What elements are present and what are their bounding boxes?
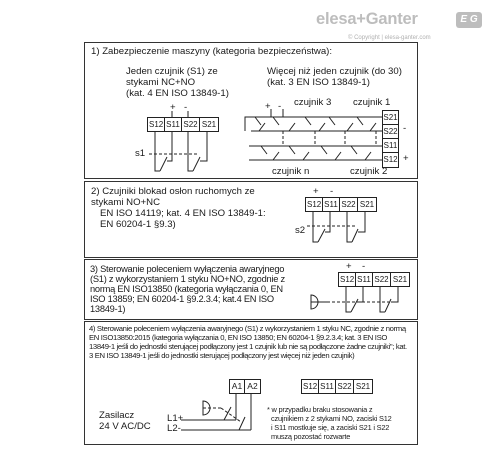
terminal-s11: S11 bbox=[323, 198, 340, 211]
panel2-switch-label: s2 bbox=[295, 225, 306, 236]
terminal-s21: S21 bbox=[355, 382, 371, 391]
sensor-n-label: czujnik n bbox=[272, 166, 310, 177]
terminal-s12: S12 bbox=[340, 273, 356, 286]
vterm-s12: S12 bbox=[383, 155, 398, 164]
panel3-line-5: 13849-1) bbox=[90, 304, 126, 314]
panel4-line-4: 3 EN ISO 13849-1 jeśli do jednostki ster… bbox=[89, 351, 355, 360]
panel2-line-2: stykami NO+NC bbox=[91, 197, 161, 208]
panel2-line-3: EN ISO 14119; kat. 4 EN ISO 13849-1: bbox=[100, 208, 266, 219]
panel4-line-3: 13849-1 jeśli do jednostki sterującej po… bbox=[89, 342, 407, 351]
panel1-right-minus: - bbox=[278, 101, 282, 112]
panel1-switch-label: s1 bbox=[135, 148, 146, 159]
panel1-right-plus: + bbox=[265, 101, 271, 112]
panel1-right-line-1: Więcej niż jeden czujnik (do 30) bbox=[267, 66, 402, 77]
terminal-a1: A1 bbox=[230, 380, 245, 393]
sensor-2-label: czujnik 2 bbox=[350, 166, 388, 177]
vterm-minus: - bbox=[403, 123, 407, 134]
terminal-s21: S21 bbox=[359, 200, 375, 209]
panel4-line-1: 4) Sterowanie poleceniem wyłączenia awar… bbox=[89, 324, 406, 333]
panel2-plus: + bbox=[313, 186, 319, 197]
terminal-s12: S12 bbox=[149, 118, 165, 131]
panel2-wiring bbox=[307, 212, 366, 243]
panel3-line-1: 3) Sterowanie poleceniem wyłączenia awar… bbox=[90, 264, 285, 274]
supply-label-line-2: 24 V AC/DC bbox=[99, 421, 151, 432]
sensor-3-label: czujnik 3 bbox=[294, 97, 332, 108]
panel1-minus-label: - bbox=[184, 102, 188, 113]
terminal-a2: A2 bbox=[247, 381, 258, 391]
panel4-terminal-block: S12 S11 S22 S21 bbox=[301, 379, 373, 394]
panel1-right-wiring bbox=[244, 109, 382, 161]
sensor-1-label: czujnik 1 bbox=[353, 97, 391, 108]
terminal-s22: S22 bbox=[373, 273, 391, 286]
panel-machine-protection: 1) Zabezpieczenie maszyny (kategoria bez… bbox=[84, 42, 418, 179]
terminal-s22: S22 bbox=[340, 198, 358, 211]
panel3-plus: + bbox=[346, 261, 352, 272]
panel-emergency-stop-no: 3) Sterowanie poleceniem wyłączenia awar… bbox=[84, 259, 418, 320]
terminal-s22: S22 bbox=[336, 380, 354, 393]
terminal-s11: S11 bbox=[319, 380, 336, 393]
panel3-line-4: ISO 13859; EN 60204-1 §9.2.3.4; kat.4 EN… bbox=[90, 294, 274, 304]
panel3-terminal-block: S12 S11 S22 S21 bbox=[338, 272, 410, 287]
emergency-stop-icon bbox=[202, 400, 211, 416]
brand-badge: E G bbox=[456, 12, 482, 28]
panel1-plus-label: + bbox=[170, 102, 176, 113]
note-line-3: i S11 mostkuje się, a zaciski S21 i S22 bbox=[271, 423, 390, 432]
note-line-1: * w przypadku braku stosowania z bbox=[267, 405, 373, 414]
vterm-s11: S11 bbox=[383, 139, 398, 153]
panel2-minus: - bbox=[330, 186, 334, 197]
brand-name: elesa+Ganter bbox=[316, 10, 418, 28]
terminal-s12: S12 bbox=[307, 198, 323, 211]
terminal-s22: S22 bbox=[182, 118, 200, 131]
terminal-s11: S11 bbox=[356, 273, 373, 286]
panel3-wiring bbox=[310, 287, 399, 313]
panel1-left-wiring bbox=[149, 111, 208, 172]
panel1-terminal-block: S12 S11 S22 S21 bbox=[147, 117, 219, 132]
panel-guard-sensors: 2) Czujniki blokad osłon ruchomych ze st… bbox=[84, 181, 418, 258]
power-terminal-block: A1 A2 bbox=[229, 379, 261, 394]
panel1-title: 1) Zabezpieczenie maszyny (kategoria bez… bbox=[91, 46, 333, 57]
supply-label-line-1: Zasilacz bbox=[99, 410, 135, 421]
panel1-left-line-1: Jeden czujnik (S1) ze bbox=[126, 66, 218, 77]
panel2-terminal-block: S12 S11 S22 S21 bbox=[305, 197, 377, 212]
l1-label: L1+ bbox=[167, 413, 184, 424]
panel3-line-2: (S1) z wykorzystaniem 1 styku NO+NO, zgo… bbox=[90, 274, 285, 284]
vterm-plus: + bbox=[403, 153, 409, 164]
panel1-vertical-terminal-block: S21 S22 S11 S12 bbox=[382, 110, 399, 168]
vterm-s22: S22 bbox=[383, 125, 398, 139]
terminal-s12: S12 bbox=[303, 380, 319, 393]
note-line-4: muszą pozostać rozwarte bbox=[271, 432, 351, 441]
panel2-line-4: EN 60204-1 §9.3) bbox=[100, 219, 176, 230]
panel1-left-line-3: (kat. 4 EN ISO 13849-1) bbox=[126, 88, 229, 99]
emergency-stop-icon bbox=[310, 294, 319, 310]
brand-logo: elesa+Ganter E G © Copyright | elesa-gan… bbox=[304, 10, 482, 41]
terminal-s11: S11 bbox=[165, 118, 182, 131]
terminal-s21: S21 bbox=[201, 120, 217, 129]
panel3-line-3: normą EN ISO13850 (kategoria wyłączania … bbox=[90, 284, 283, 294]
panel4-wiring bbox=[181, 394, 252, 431]
panel1-right-line-2: (kat. 3 EN ISO 13849-1) bbox=[267, 77, 370, 88]
vterm-s21: S21 bbox=[383, 111, 398, 125]
panel2-line-1: 2) Czujniki blokad osłon ruchomych ze bbox=[91, 186, 255, 197]
l2-label: L2- bbox=[167, 423, 181, 434]
panel1-left-line-2: stykami NC+NO bbox=[126, 77, 196, 88]
panel4-line-2: EN ISO13850:2015 (kategoria wyłączania 0… bbox=[89, 333, 387, 342]
terminal-s21: S21 bbox=[392, 275, 408, 284]
panel-emergency-stop-nc: 4) Sterowanie poleceniem wyłączenia awar… bbox=[84, 321, 418, 445]
panel3-minus: - bbox=[362, 261, 366, 272]
note-line-2: czujnikiem z 2 stykami NO, zaciski S12 bbox=[271, 414, 392, 423]
copyright-text: © Copyright | elesa-ganter.com bbox=[348, 35, 431, 41]
